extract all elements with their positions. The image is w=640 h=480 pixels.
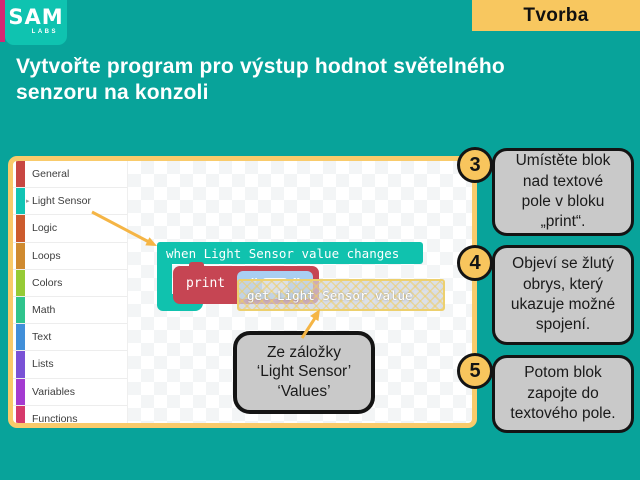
sidebar-item-text[interactable]: Text — [13, 324, 127, 352]
get-light-sensor-value-block-dragging[interactable]: get Light Sensor value — [237, 279, 445, 311]
category-color-bar — [16, 215, 25, 242]
category-color-bar — [16, 296, 25, 324]
logo-subtext: LABS — [31, 29, 58, 35]
sidebar-item-lists[interactable]: Lists — [13, 351, 127, 379]
sam-labs-logo: SAM LABS — [5, 0, 67, 45]
logo-text: SAM — [8, 5, 64, 29]
sidebar-item-math[interactable]: Math — [13, 296, 127, 325]
sidebar-item-general[interactable]: General — [13, 161, 127, 189]
category-color-bar — [16, 405, 25, 423]
category-color-bar — [16, 324, 25, 351]
category-color-bar — [16, 378, 25, 405]
page-title-line1: Vytvořte program pro výstup hodnot světe… — [16, 55, 505, 78]
page-title-line2: senzoru na konzoli — [16, 80, 209, 104]
drag-highlight-hatch — [239, 281, 443, 309]
category-color-bar — [16, 242, 25, 269]
sidebar-item-logic[interactable]: Logic — [13, 215, 127, 243]
logo-accent-stripe — [0, 0, 5, 42]
sidebar-item-functions[interactable]: Functions — [13, 405, 127, 423]
when-light-sensor-block[interactable]: when Light Sensor value changes — [157, 242, 423, 264]
step-5-instruction: Potom blok zapojte do textového pole. — [492, 355, 634, 433]
annotation-bubble: Ze záložky ‘Light Sensor’ ‘Values’ — [233, 331, 375, 415]
page-title: Vytvořte program pro výstup hodnot světe… — [16, 54, 626, 106]
when-block-wrapper-spine — [157, 260, 172, 303]
category-color-bar — [16, 161, 25, 188]
sidebar-item-variables[interactable]: Variables — [13, 378, 127, 406]
sidebar-item-colors[interactable]: Colors — [13, 269, 127, 297]
step-number-3: 3 — [457, 147, 493, 183]
step-number-4: 4 — [457, 245, 493, 281]
category-color-bar — [16, 351, 25, 378]
lesson-phase-badge: Tvorba — [472, 0, 640, 31]
block-connector-tab — [189, 262, 204, 268]
sidebar-item-light-sensor[interactable]: ▸ Light Sensor — [13, 188, 127, 216]
sidebar-item-loops[interactable]: Loops — [13, 242, 127, 270]
step-3-instruction: Umístěte blok nad textové pole v bloku „… — [492, 148, 634, 236]
category-color-bar — [16, 269, 25, 296]
step-number-5: 5 — [457, 353, 493, 389]
block-category-sidebar: General ▸ Light Sensor Logic Loops Color… — [13, 161, 128, 423]
step-4-instruction: Objeví se žlutý obrys, který ukazuje mož… — [492, 245, 634, 345]
category-color-bar — [16, 188, 25, 215]
expand-caret-icon: ▸ — [26, 198, 30, 206]
